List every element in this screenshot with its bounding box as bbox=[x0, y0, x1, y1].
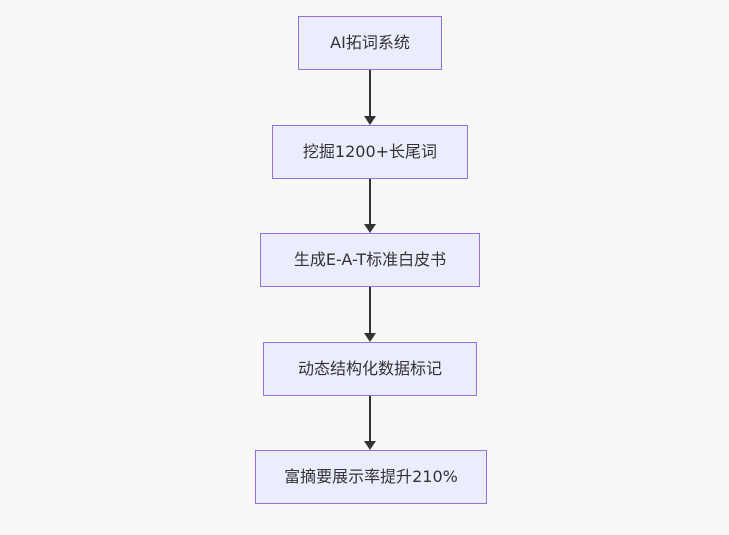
flowchart-node-rich-snippet-rate: 富摘要展示率提升210% bbox=[255, 450, 487, 504]
edge-line bbox=[369, 287, 371, 334]
edge-line bbox=[369, 70, 371, 117]
arrowhead-down-icon bbox=[364, 333, 376, 342]
arrowhead-down-icon bbox=[364, 224, 376, 233]
flowchart-node-structured-data: 动态结构化数据标记 bbox=[263, 342, 477, 396]
flowchart-node-eat-whitepaper: 生成E-A-T标准白皮书 bbox=[260, 233, 480, 287]
edge-line bbox=[369, 396, 371, 442]
edge-line bbox=[369, 179, 371, 225]
arrowhead-down-icon bbox=[364, 116, 376, 125]
arrowhead-down-icon bbox=[364, 441, 376, 450]
flowchart-node-ai-system: AI拓词系统 bbox=[298, 16, 442, 70]
flowchart-node-longtail-keywords: 挖掘1200+长尾词 bbox=[272, 125, 468, 179]
